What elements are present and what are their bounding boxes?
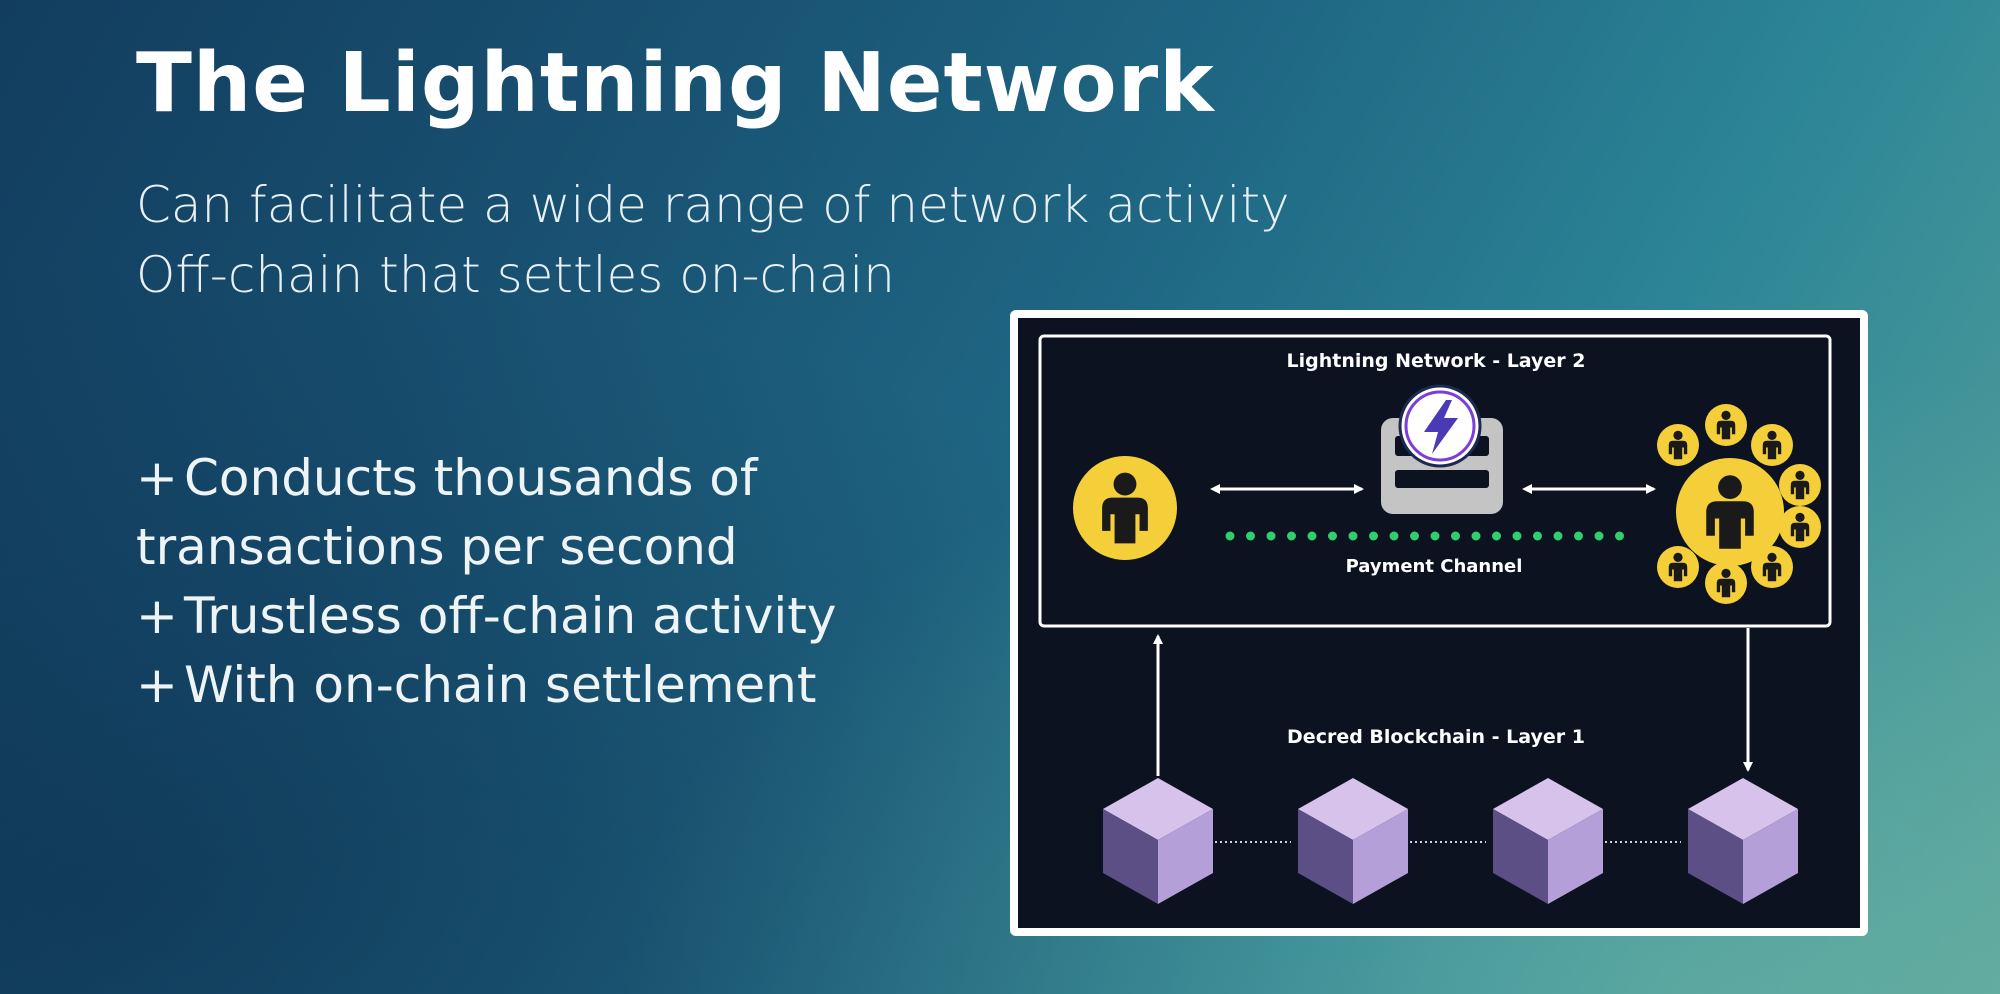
user-icon [1073,456,1177,560]
block-icon [1688,778,1798,904]
bullet-text: Conducts thousands of [184,449,758,507]
slide-title: The Lightning Network [136,36,1215,131]
layer2-label: Lightning Network - Layer 2 [1286,350,1585,372]
bullet-text: With on-chain settlement [184,656,817,714]
user-icon [1779,506,1821,548]
user-icon [1657,424,1699,466]
bullet-text: Trustless off-chain activity [184,587,837,645]
bullet-marker: + [136,656,178,714]
lightning-diagram: Lightning Network - Layer 2 Payment Chan… [1010,310,1868,936]
block-icon [1298,778,1408,904]
user-icon [1657,546,1699,588]
bullet-marker: + [136,449,178,507]
subtitle-line: Can facilitate a wide range of network a… [136,176,1290,234]
slide-subtitle: Can facilitate a wide range of network a… [136,170,1290,310]
bullet-continuation: transactions per second [136,518,738,576]
user-icon [1751,546,1793,588]
user-icon [1705,562,1747,604]
payment-channel-label: Payment Channel [1346,556,1523,577]
user-icon [1705,404,1747,446]
bullet-item: + Conducts thousands of [136,444,836,513]
layer2-box [1038,334,1832,628]
subtitle-line: Off-chain that settles on-chain [136,246,895,304]
lightning-bolt-icon [1398,384,1482,468]
user-icon [1751,424,1793,466]
bullet-marker: + [136,587,178,645]
bullet-list: + Conducts thousands of transactions per… [136,444,836,720]
layer1-label: Decred Blockchain - Layer 1 [1287,726,1585,748]
bullet-item: + Trustless off-chain activity [136,582,836,651]
diagram-canvas: Lightning Network - Layer 2 Payment Chan… [1038,334,1832,904]
bullet-item: + With on-chain settlement [136,651,836,720]
block-icon [1493,778,1603,904]
user-network-icon [1657,404,1821,604]
block-icon [1103,778,1213,904]
user-icon [1779,464,1821,506]
